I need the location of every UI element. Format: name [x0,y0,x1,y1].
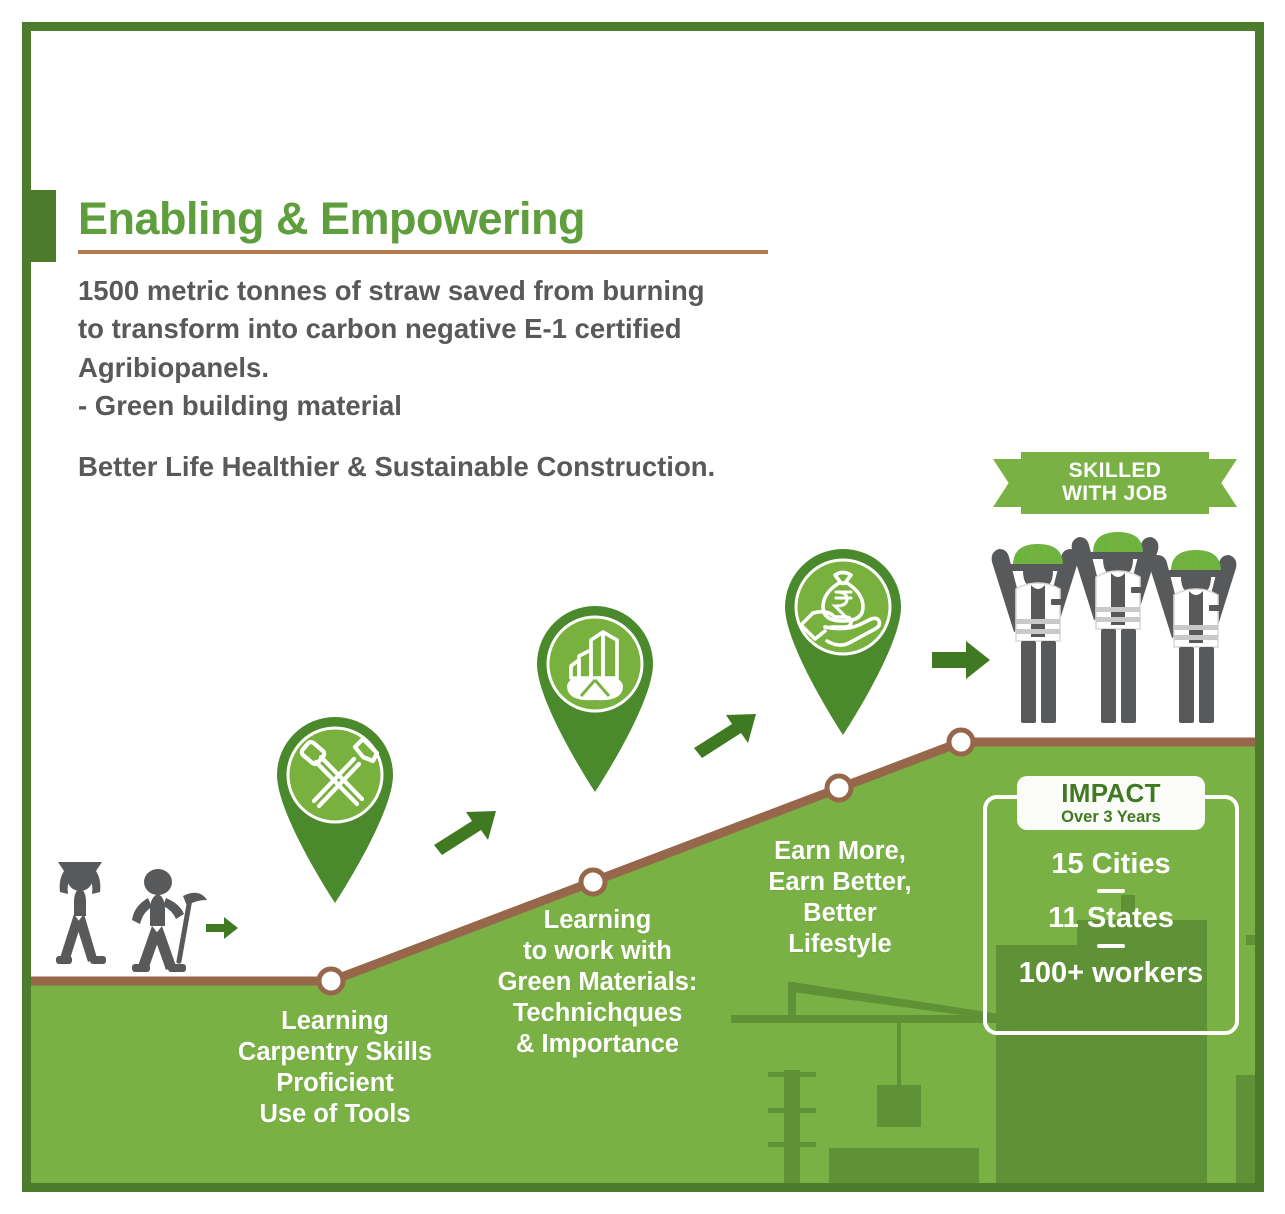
step2-line-5: & Importance [516,1030,679,1059]
skilled-with-job-ribbon: SKILLED WITH JOB [993,452,1237,514]
worker-1 [991,544,1079,723]
path-node-3 [824,773,854,803]
rupee-symbol-icon [831,590,853,621]
paragraph-line-3: Agribiopanels. [78,351,269,383]
paragraph-line-1: 1500 metric tonnes of straw saved from b… [78,275,705,307]
frame-accent-tab [22,190,56,262]
title-underline [78,250,768,255]
impact-badge: IMPACT Over 3 Years [1017,776,1205,830]
step-caption-3: Earn More, Earn Better, Better Lifestyle [720,836,960,960]
impact-stat-states: 11 States [1048,902,1174,935]
money-bag-hand-rupee-icon [799,570,882,647]
ribbon-line-1: SKILLED [1068,459,1162,483]
step3-line-4: Lifestyle [788,930,892,959]
worker-3 [1149,550,1237,723]
impact-badge-title: IMPACT [1061,778,1161,809]
paragraph-line-4: - Green building material [78,389,402,421]
step3-line-2: Earn Better, [768,868,912,897]
progress-path [31,737,1255,986]
step-pin-3 [767,535,919,735]
impact-divider-2 [1097,943,1125,948]
path-node-4 [946,727,976,757]
path-node-1 [316,966,346,996]
step1-line-1: Learning [281,1007,389,1035]
impact-stat-workers: 100+ workers [1018,956,1204,989]
header-tagline: Better Life Healthier & Sustainable Cons… [78,451,716,483]
leaf-icon [567,677,623,701]
step3-line-1: Earn More, [774,837,906,865]
ribbon-line-2: WITH JOB [1062,482,1168,505]
step1-line-3: Proficient [276,1069,394,1098]
arrow-icon-1 [434,811,496,855]
header-block: Enabling & Empowering 1500 metric tonnes… [78,195,838,483]
impact-badge-subtitle: Over 3 Years [1061,807,1161,826]
step2-line-3: Green Materials: [497,968,698,997]
path-node-2 [578,867,608,897]
step-pin-2 [519,592,671,792]
impact-divider-1 [1097,889,1125,894]
step2-line-2: to work with [523,937,672,966]
labourers-group-icon [56,862,238,972]
crossed-tools-icon [299,736,380,809]
step2-line-1: Learning [543,906,652,934]
step1-line-2: Carpentry Skills [237,1038,433,1067]
page-title: Enabling & Empowering [78,193,586,244]
arrow-icon-2 [694,714,756,758]
step-caption-1: Learning Carpentry Skills Proficient Use… [190,1006,480,1130]
step-pin-1 [259,703,411,903]
arrow-icon-0 [206,917,238,939]
landscape-graphic [31,727,1255,1184]
step-caption-2: Learning to work with Green Materials: T… [455,905,740,1061]
step3-line-3: Better [803,899,877,928]
arrow-icon-3 [932,641,990,679]
ribbon-label: SKILLED WITH JOB [1021,452,1209,514]
impact-stats: 15 Cities 11 States 100+ workers [983,848,1239,989]
paragraph-line-2: to transform into carbon negative E-1 ce… [78,313,682,345]
impact-stat-cities: 15 Cities [1051,848,1171,880]
worker-2 [1071,532,1159,723]
construction-silhouette [731,875,1255,1184]
celebrating-workers-icon [991,532,1237,723]
step1-line-4: Use of Tools [259,1100,411,1129]
step2-line-4: Technichques [512,999,683,1028]
header-paragraph: 1500 metric tonnes of straw saved from b… [78,272,838,425]
